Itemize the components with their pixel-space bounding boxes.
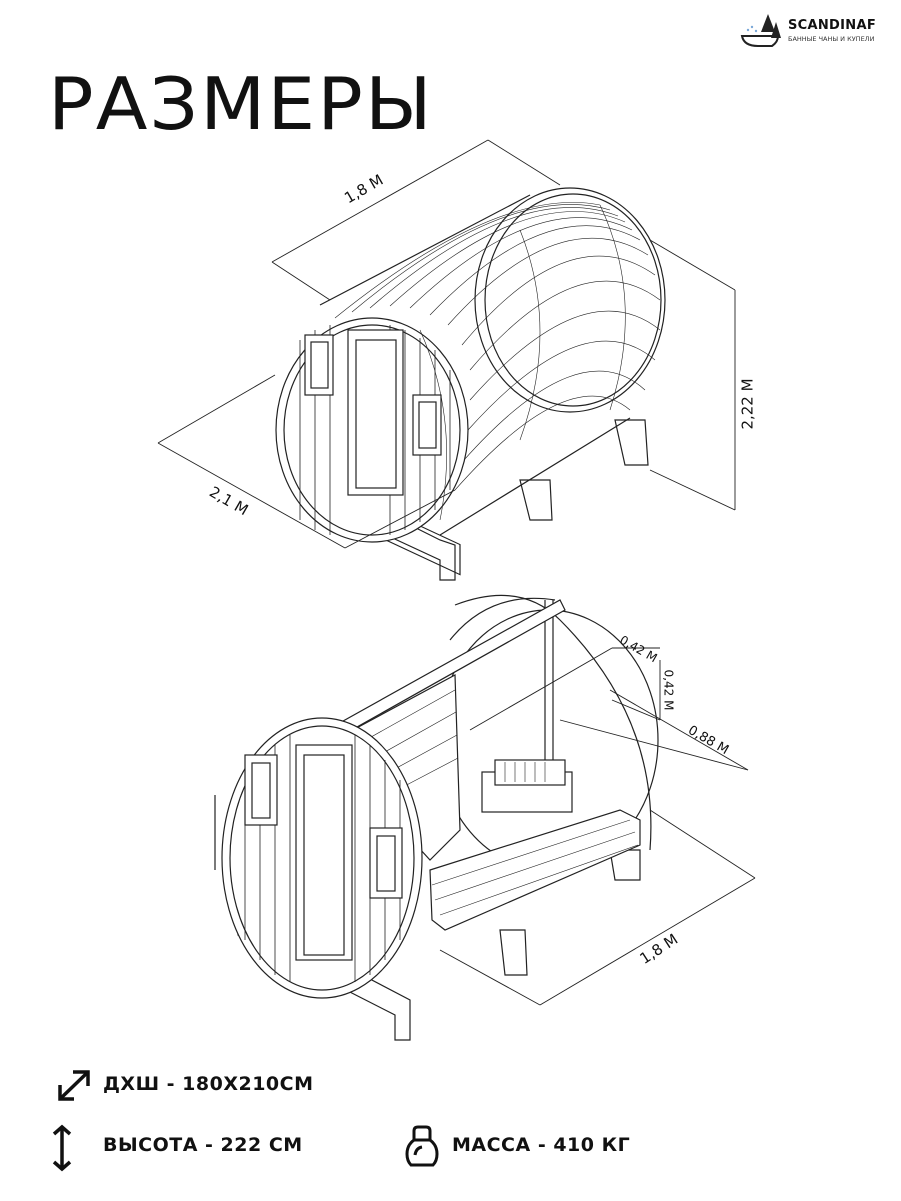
bottom-barrel-drawing [214,594,659,1041]
top-height-label: 2,22 М [738,378,757,430]
logo-bathtub-trees-icon [740,14,781,47]
brand-name: SCANDINAF [788,18,876,33]
stove-depth-label: 0,42 М [661,669,676,711]
spec-dimensions: ДХШ - 180Х210СМ [103,1073,314,1095]
brand-logo: SCANDINAF БАННЫЕ ЧАНЫ И КУПЕЛИ [738,12,898,48]
page-title: РАЗМЕРЫ [48,62,434,146]
kettlebell-icon [405,1125,439,1167]
top-barrel-drawing [275,187,666,581]
spec-weight: МАССА - 410 КГ [452,1134,631,1156]
spec-height: ВЫСОТА - 222 СМ [103,1134,303,1156]
diagonal-arrow-icon [58,1070,90,1101]
bottom-dimension-lines [439,647,756,1006]
brand-tagline: БАННЫЕ ЧАНЫ И КУПЕЛИ [788,35,875,43]
vertical-arrow-icon [52,1124,72,1172]
top-dimension-lines [157,139,736,549]
